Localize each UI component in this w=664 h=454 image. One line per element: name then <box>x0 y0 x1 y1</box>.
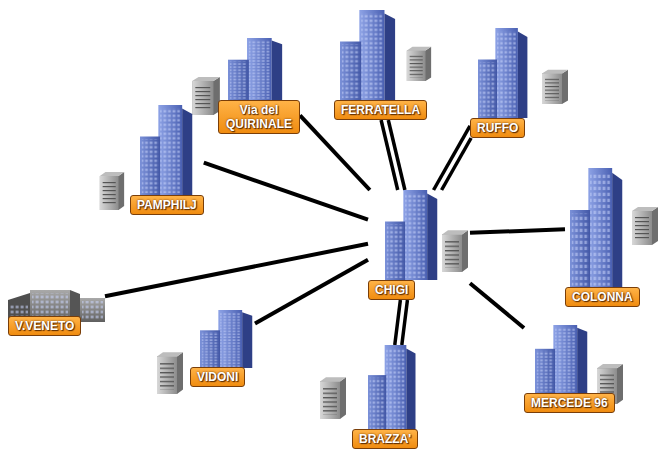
building-icon <box>340 10 395 100</box>
site-label: RUFFO <box>470 118 525 138</box>
building-icon <box>140 105 192 195</box>
site-node: COLONNA <box>565 168 640 307</box>
site-label: V.VENETO <box>8 316 81 336</box>
network-link <box>204 163 368 220</box>
server-icon <box>542 70 568 104</box>
network-link <box>388 120 405 190</box>
site-node: CHIGI <box>368 190 470 300</box>
building-icon <box>478 28 527 118</box>
building-icon <box>385 190 437 280</box>
network-link <box>470 229 565 233</box>
network-link <box>434 126 470 190</box>
site-label: FERRATELLA <box>334 100 427 120</box>
network-link <box>105 244 368 297</box>
server-icon <box>442 230 468 272</box>
server-icon <box>192 77 220 115</box>
server-icon <box>157 352 183 394</box>
server-icon <box>407 47 431 81</box>
server-icon <box>100 172 124 210</box>
site-label: MERCEDE 96 <box>524 393 615 413</box>
network-link <box>402 300 408 345</box>
network-link <box>255 260 368 324</box>
building-icon <box>535 325 587 393</box>
site-node: FERRATELLA <box>334 10 427 120</box>
building-icon <box>200 310 252 368</box>
site-node: MERCEDE 96 <box>524 325 615 413</box>
site-node: RUFFO <box>470 28 530 138</box>
site-node: VIDONI <box>190 310 255 387</box>
site-node: Via del QUIRINALE <box>218 38 300 134</box>
building-icon <box>570 168 622 288</box>
site-node: PAMPHILJ <box>130 105 204 215</box>
site-label: PAMPHILJ <box>130 195 204 215</box>
network-link <box>470 283 524 328</box>
site-label: COLONNA <box>565 287 640 307</box>
server-icon <box>320 377 346 419</box>
building-icon <box>228 38 282 100</box>
site-label: CHIGI <box>368 280 415 300</box>
network-link <box>442 138 472 190</box>
site-label: BRAZZA' <box>352 429 418 449</box>
server-icon <box>632 207 658 245</box>
network-link <box>395 300 401 345</box>
site-node: V.VENETO <box>8 290 105 336</box>
site-label: Via del QUIRINALE <box>218 100 300 134</box>
network-link <box>300 115 370 190</box>
building-icon <box>368 345 416 431</box>
site-label: VIDONI <box>190 367 245 387</box>
site-node: BRAZZA' <box>352 345 418 449</box>
